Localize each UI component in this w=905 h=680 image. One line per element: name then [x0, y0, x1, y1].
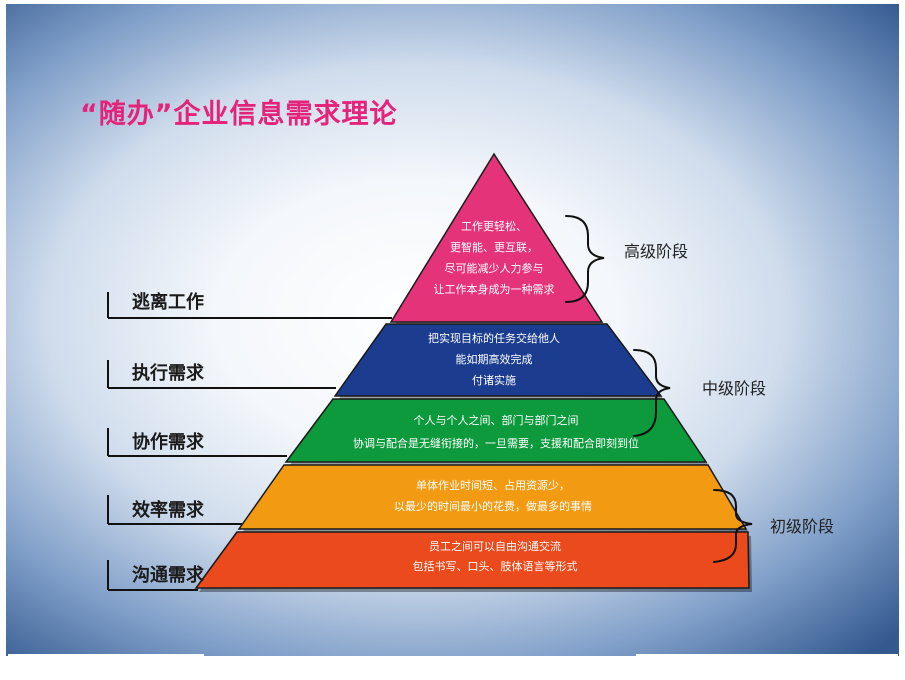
- stage-label-mid: 中级阶段: [702, 379, 767, 398]
- stage-label-high: 高级阶段: [624, 242, 689, 261]
- level-3-text-2: 协调与配合是无缝衔接的，一旦需要，支援和配合即刻到位: [353, 436, 639, 450]
- pyramid-level-4: [237, 464, 748, 530]
- level-4-text-1: 单体作业时间短、占用资源少，: [416, 478, 570, 492]
- level-1-text-2: 更智能、更互联，: [450, 240, 538, 254]
- level-1-text-4: 让工作本身成为一种需求: [434, 282, 555, 296]
- level-5-text-1: 员工之间可以自由沟通交流: [429, 539, 561, 553]
- slide-background: “随办”企业信息需求理论 工作更轻松、: [6, 4, 899, 656]
- label-escape-work: 逃离工作: [132, 292, 204, 313]
- level-1-text-1: 工作更轻松、: [461, 219, 527, 233]
- label-communication-needs: 沟通需求: [132, 565, 204, 586]
- level-2-text-3: 付诸实施: [472, 373, 516, 387]
- label-efficiency-needs: 效率需求: [132, 500, 204, 521]
- level-2-text-2: 能如期高效完成: [456, 352, 533, 366]
- pyramid-level-2: [333, 323, 663, 397]
- level-2-text-1: 把实现目标的任务交给他人: [428, 331, 560, 345]
- pyramid-level-top: [389, 152, 604, 323]
- pyramid-level-3: [284, 398, 708, 463]
- bottom-strip-right: [636, 654, 898, 664]
- stage-brace-mid: [633, 349, 671, 437]
- stage-brace-low: [713, 489, 753, 563]
- label-collaboration-needs: 协作需求: [132, 432, 204, 453]
- page-title: “随办”企业信息需求理论: [80, 99, 398, 130]
- pyramid-diagram: 工作更轻松、 更智能、更互联， 尽可能减少人力参与 让工作本身成为一种需求 把实…: [107, 152, 753, 592]
- stage-label-low: 初级阶段: [770, 517, 835, 536]
- pyramid-level-base: [194, 531, 750, 589]
- stage-brace-high: [565, 215, 605, 303]
- level-5-text-2: 包括书写、口头、肢体语言等形式: [413, 559, 578, 573]
- level-3-text-1: 个人与个人之间、部门与部门之间: [414, 413, 579, 427]
- label-execution-needs: 执行需求: [132, 363, 204, 384]
- bottom-strip-left: [8, 654, 204, 664]
- level-4-text-2: 以最少的时间最小的花费，做最多的事情: [394, 499, 592, 513]
- level-1-text-3: 尽可能减少人力参与: [445, 261, 544, 275]
